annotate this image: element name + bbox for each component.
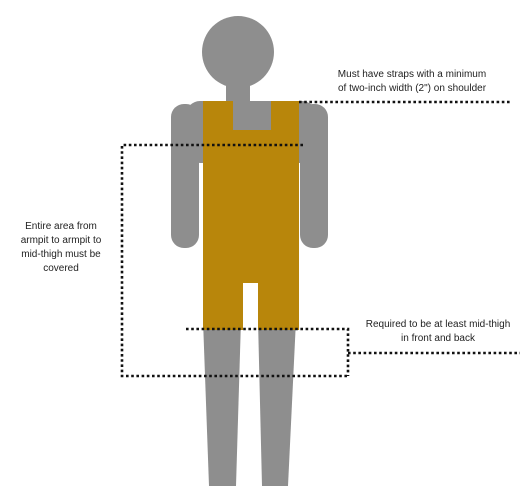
coverage-annotation-line-3: mid-thigh must be: [6, 248, 116, 262]
figure-left-arm: [171, 104, 199, 248]
figure-right-arm: [300, 104, 328, 248]
coverage-annotation-line-4: covered: [6, 262, 116, 276]
coverage-annotation-line-1: Entire area from: [6, 220, 116, 234]
thigh-annotation-line-1: Required to be at least mid-thigh: [348, 318, 520, 332]
straps-annotation-line-1: Must have straps with a minimum: [300, 68, 520, 82]
thigh-annotation-line-2: in front and back: [348, 332, 520, 346]
thigh-annotation: Required to be at least mid-thigh in fro…: [348, 318, 520, 346]
coverage-annotation-line-2: armpit to armpit to: [6, 234, 116, 248]
figure-right-leg: [258, 320, 296, 486]
figure-neck: [226, 80, 250, 104]
straps-annotation: Must have straps with a minimum of two-i…: [300, 68, 520, 96]
coverage-annotation: Entire area from armpit to armpit to mid…: [6, 220, 116, 276]
singlet-garment: [203, 101, 299, 330]
straps-annotation-line-2: of two-inch width (2") on shoulder: [300, 82, 520, 96]
figure-head: [202, 16, 274, 88]
figure-left-leg: [203, 320, 241, 486]
